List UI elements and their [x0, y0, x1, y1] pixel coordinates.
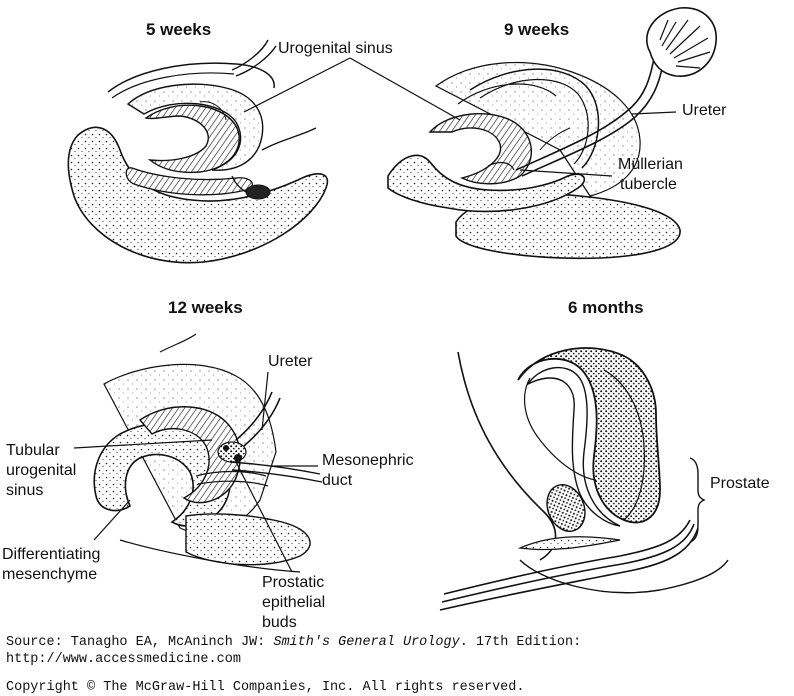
panel-title-9-weeks: 9 weeks: [504, 20, 570, 39]
source-url: http://www.accessmedicine.com: [6, 652, 241, 667]
label-tubular-line2: urogenital: [6, 462, 77, 479]
copyright-notice: Copyright © The McGraw-Hill Companies, I…: [6, 680, 525, 695]
panel-6-months-drawing: [439, 347, 729, 611]
leader-lines: [73, 57, 677, 573]
panel-5-weeks-drawing: [67, 39, 329, 264]
label-mullerian-line2: tubercle: [620, 176, 677, 193]
label-prostatic-line2: epithelial: [262, 594, 326, 611]
prostate-brace: [689, 457, 706, 543]
label-prostate: Prostate: [710, 475, 770, 492]
label-prostatic-line1: Prostatic: [262, 574, 325, 591]
source-citation: Source: Tanagho EA, McAninch JW: Smith's…: [6, 634, 581, 651]
label-prostatic-line3: buds: [262, 614, 297, 631]
label-tubular-line3: sinus: [6, 482, 44, 499]
panel-title-12-weeks: 12 weeks: [168, 298, 243, 317]
label-mesonephric-line2: duct: [322, 472, 353, 489]
label-differentiating-line2: mesenchyme: [2, 566, 98, 583]
label-differentiating-line1: Differentiating: [2, 546, 101, 563]
label-ureter-top: Ureter: [682, 102, 727, 119]
panel-9-weeks-drawing: [387, 7, 717, 260]
label-urogenital-sinus: Urogenital sinus: [278, 40, 393, 57]
panel-title-5-weeks: 5 weeks: [146, 20, 212, 39]
panel-title-6-months: 6 months: [568, 298, 644, 317]
label-tubular-line1: Tubular: [6, 442, 60, 459]
label-ureter-mid: Ureter: [268, 353, 313, 370]
panel-12-weeks-drawing: [93, 333, 323, 573]
label-mullerian-line1: Müllerian: [618, 156, 683, 173]
source-book-title: Smith's General Urology: [273, 635, 460, 650]
label-mesonephric-line1: Mesonephric: [322, 452, 414, 469]
source-suffix: . 17th Edition:: [459, 635, 582, 650]
source-prefix: Source: Tanagho EA, McAninch JW:: [6, 635, 274, 650]
